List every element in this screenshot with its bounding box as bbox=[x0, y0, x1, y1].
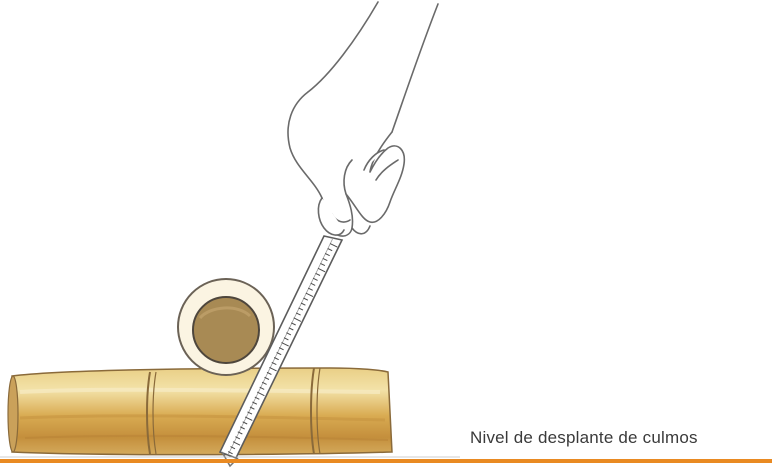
hand bbox=[288, 2, 438, 236]
bamboo-culm bbox=[8, 368, 392, 455]
ground-level-caption: Nivel de desplante de culmos bbox=[470, 428, 770, 448]
bamboo-cross-section bbox=[178, 279, 274, 375]
